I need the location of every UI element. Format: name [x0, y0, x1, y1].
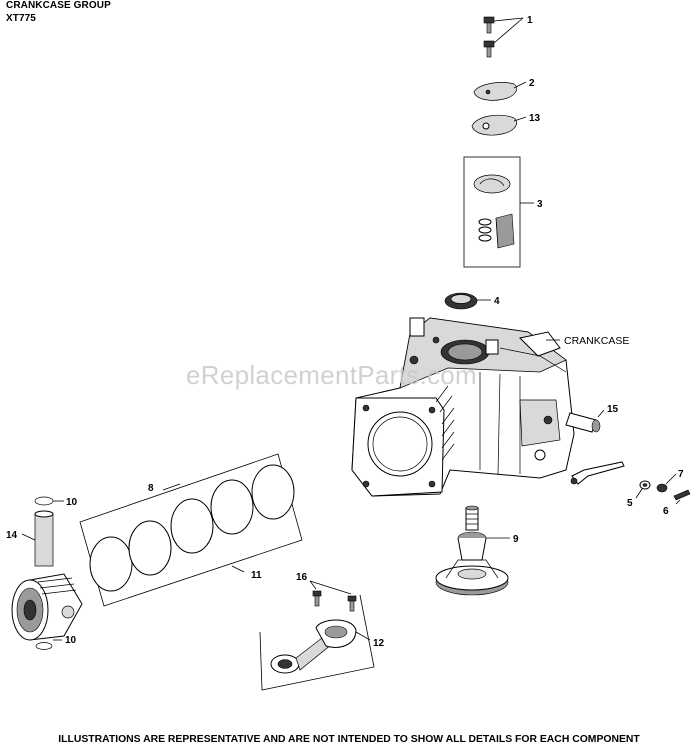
callout-9: 9: [513, 534, 519, 545]
part-piston-pin-retainer-bottom[interactable]: [35, 642, 53, 650]
callout-14: 14: [6, 530, 18, 541]
part-oil-seal[interactable]: [444, 292, 478, 310]
callout-2: 2: [529, 78, 535, 89]
part-piston[interactable]: [11, 573, 83, 641]
part-piston-pin[interactable]: [34, 510, 54, 567]
part-crankshaft[interactable]: [435, 505, 509, 596]
callout-4: 4: [494, 296, 500, 307]
callout-10-bottom: 10: [65, 635, 77, 646]
callout-3: 3: [537, 199, 543, 210]
part-connecting-rod-bolts[interactable]: [312, 590, 357, 612]
watermark: eReplacementParts.com: [186, 360, 477, 390]
part-bolts[interactable]: [483, 16, 495, 58]
part-breather-kit[interactable]: [463, 156, 521, 268]
part-dipstick-tube[interactable]: [565, 412, 601, 433]
part-piston-ring-set[interactable]: [79, 453, 303, 607]
callout-16: 16: [296, 572, 308, 583]
part-governor-shaft[interactable]: [570, 461, 625, 485]
callout-5: 5: [627, 498, 633, 509]
part-connecting-rod[interactable]: [259, 594, 375, 691]
part-pin[interactable]: [673, 489, 691, 501]
callout-1: 1: [527, 15, 533, 26]
diagram-title: CRANKCASE GROUP: [6, 0, 111, 11]
callout-crankcase: CRANKCASE: [564, 335, 629, 347]
part-gasket[interactable]: [471, 114, 517, 136]
callout-10-top: 10: [66, 497, 78, 508]
model-number: XT775: [6, 13, 36, 24]
callout-12: 12: [373, 638, 385, 649]
part-breather-cover[interactable]: [473, 82, 518, 101]
part-nut[interactable]: [656, 483, 668, 493]
callout-15: 15: [607, 404, 619, 415]
part-washer[interactable]: [639, 480, 651, 490]
callout-7: 7: [678, 469, 684, 480]
part-piston-pin-retainer-top[interactable]: [34, 496, 54, 506]
callout-11: 11: [251, 570, 262, 581]
disclaimer-footer: ILLUSTRATIONS ARE REPRESENTATIVE AND ARE…: [58, 734, 640, 745]
callout-6: 6: [663, 506, 669, 517]
crankcase-block[interactable]: [351, 317, 575, 497]
callout-8: 8: [148, 483, 154, 494]
callout-13: 13: [529, 113, 541, 124]
